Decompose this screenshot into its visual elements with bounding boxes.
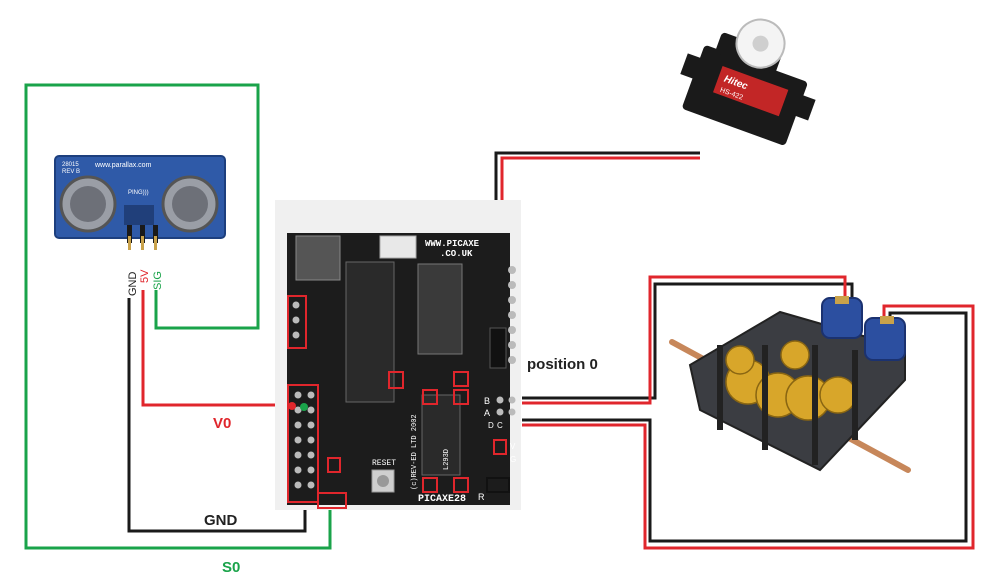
pin-label-gnd: GND xyxy=(127,272,139,297)
header-label-d: D xyxy=(488,421,494,430)
board-chip-label: L293D xyxy=(443,449,451,470)
label-position-0: position 0 xyxy=(527,356,598,373)
motor-a-cable-red xyxy=(522,275,847,405)
motor-b-cable-red xyxy=(522,304,975,550)
header-label-r: R xyxy=(478,492,485,502)
board-reset-label: RESET xyxy=(372,459,396,468)
sensor-part-no: 28015 xyxy=(62,162,79,168)
pin-label-5v: 5V xyxy=(139,269,151,283)
label-v0: V0 xyxy=(213,415,231,432)
wire-gnd-black xyxy=(127,298,307,533)
pin-label-sig: SIG xyxy=(152,271,164,290)
header-label-v: V xyxy=(510,442,516,451)
board-url-1: WWW.PICAXE xyxy=(425,239,480,249)
servo-cable-black xyxy=(494,151,700,328)
header-label-g: G xyxy=(510,455,516,464)
ping-sensor: 28015 REV B www.parallax.com PING))) xyxy=(54,155,226,250)
board-url-2: .CO.UK xyxy=(440,249,473,259)
header-label-c: C xyxy=(497,421,503,430)
motor-a-cable-black xyxy=(522,282,854,400)
servo-motor: Hitec HS-422 xyxy=(680,18,816,146)
servo-cable-red xyxy=(500,156,700,328)
wire-5v-red xyxy=(141,290,290,407)
sensor-rev: REV B xyxy=(62,169,80,175)
twin-motor-gearbox xyxy=(669,296,911,473)
board-model: PICAXE28 xyxy=(418,494,466,505)
label-s0: S0 xyxy=(222,559,240,576)
motor-b-cable-black xyxy=(522,311,968,543)
header-label-a: A xyxy=(484,408,490,418)
board-maker: (c)REV-ED LTD 2002 xyxy=(411,414,419,490)
label-gnd: GND xyxy=(204,512,238,529)
sensor-name: PING))) xyxy=(128,190,149,196)
header-label-b: B xyxy=(484,396,490,406)
sensor-url: www.parallax.com xyxy=(94,162,152,169)
picaxe-board: WWW.PICAXE .CO.UK PICAXE28 (c)REV-ED LTD… xyxy=(275,200,521,510)
